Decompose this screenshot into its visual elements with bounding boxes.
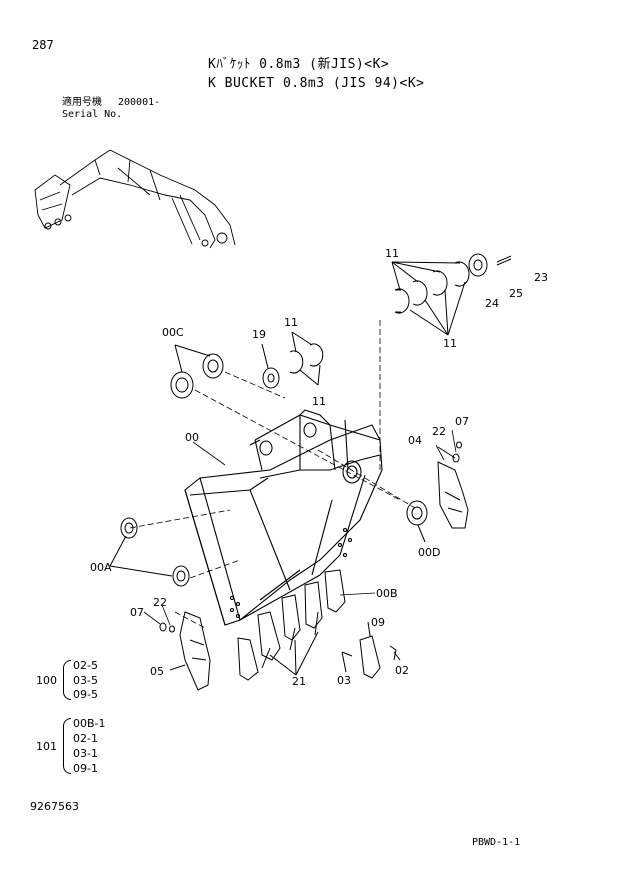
- serial-value: 200001-: [118, 97, 161, 108]
- kit-100-item: 02-5: [73, 659, 98, 672]
- callout-07-left: 07: [130, 606, 144, 619]
- callout-11-top: 11: [385, 247, 399, 260]
- arm-overview-sketch: [34, 149, 236, 249]
- adapter-09: [341, 621, 401, 679]
- bucket-body: [184, 409, 383, 626]
- callout-07-right: 07: [455, 415, 469, 428]
- page-number: 287: [32, 38, 54, 52]
- callout-19: 19: [252, 328, 266, 341]
- kit-100-label: 100: [36, 674, 57, 687]
- callout-05: 05: [150, 665, 164, 678]
- pin-axis-lines: [129, 320, 416, 629]
- kit-101-item: 00B-1: [73, 717, 106, 730]
- callout-22-left: 22: [153, 596, 167, 609]
- callout-21: 21: [292, 675, 306, 688]
- callout-04: 04: [408, 434, 422, 447]
- serial-label-english: Serial No.: [62, 109, 123, 120]
- callout-25: 25: [509, 287, 523, 300]
- side-cutter-05: [159, 611, 211, 691]
- callout-00D: 00D: [418, 546, 441, 559]
- washer-19-and-rings: [261, 331, 324, 389]
- callout-00B: 00B: [376, 587, 398, 600]
- serial-label-japanese: 適用号機: [62, 97, 102, 108]
- kit-100-bracket: [63, 660, 71, 700]
- callout-11-ring-bottom: 11: [443, 337, 457, 350]
- callout-03: 03: [337, 674, 351, 687]
- drawing-number: 9267563: [30, 800, 79, 813]
- callout-00: 00: [185, 431, 199, 444]
- callout-00C: 00C: [162, 326, 184, 339]
- callout-09: 09: [371, 616, 385, 629]
- kit-101-item: 03-1: [73, 747, 98, 760]
- callout-11-pair-top: 11: [284, 316, 298, 329]
- seal-00D: [406, 500, 428, 543]
- callout-22-right: 22: [432, 425, 446, 438]
- kit-100-item: 09-5: [73, 688, 98, 701]
- callout-02: 02: [395, 664, 409, 677]
- kit-100-item: 03-5: [73, 674, 98, 687]
- kit-101-bracket: [63, 718, 71, 774]
- callout-24: 24: [485, 297, 499, 310]
- side-cutter-04: [437, 441, 469, 529]
- seal-00A: [109, 517, 190, 587]
- title-japanese: Kﾊﾞｹｯﾄ 0.8m3 (新JIS)<K>: [208, 57, 390, 72]
- bucket-teeth: [237, 569, 346, 681]
- kit-101-item: 02-1: [73, 732, 98, 745]
- leader-lines: [143, 429, 457, 626]
- callout-23: 23: [534, 271, 548, 284]
- page-code: PBWD-1-1: [472, 837, 521, 848]
- callout-00A: 00A: [90, 561, 112, 574]
- kit-101-label: 101: [36, 740, 57, 753]
- kit-101-item: 09-1: [73, 762, 98, 775]
- title-english: K BUCKET 0.8m3 (JIS 94)<K>: [208, 76, 425, 91]
- callout-11-pair-bottom: 11: [312, 395, 326, 408]
- seal-00C: [170, 344, 224, 399]
- ring-group-11: [391, 253, 512, 336]
